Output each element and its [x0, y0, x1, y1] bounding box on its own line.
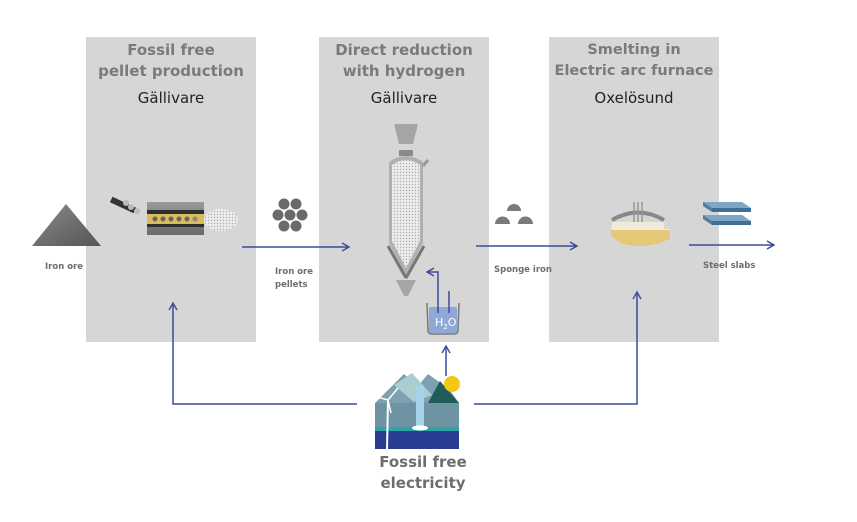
pelletizing-machine-icon	[109, 196, 238, 235]
iron-ore-pile-icon	[32, 204, 101, 246]
label-line1: Steel slabs	[703, 261, 756, 271]
shaft-furnace-icon	[386, 124, 430, 296]
renewable-energy-icon	[373, 373, 460, 450]
stage-title-line2: Electric arc furnace	[554, 63, 714, 79]
steel-slabs-icon	[703, 202, 751, 225]
material-label-iron-ore-pellets: Iron ore pellets	[275, 266, 313, 292]
stage-title-line1: Direct reduction	[335, 41, 473, 59]
energy-label: Fossil free electricity	[362, 452, 484, 494]
material-label-steel-slabs: Steel slabs	[703, 260, 755, 273]
label-line1: Iron ore	[45, 262, 84, 272]
electric-arc-furnace-icon	[611, 202, 670, 246]
label-line2: pellets	[275, 280, 308, 290]
label-line1: Iron ore	[275, 267, 314, 277]
electricity-arrow-furnace	[474, 290, 642, 405]
stage-title-line2: pellet production	[98, 62, 244, 80]
electricity-arrow-pellet	[168, 301, 357, 405]
stage-title-line2: with hydrogen	[342, 62, 466, 80]
stage-title-line1: Smelting in	[587, 42, 681, 58]
electrolyser-icon	[425, 267, 460, 335]
stage-location: Gällivare	[137, 89, 205, 107]
energy-label-line2: electricity	[380, 474, 466, 492]
stage-panel-pellet-production: Fossil free pellet production Gällivare	[86, 37, 256, 342]
stage-title-line1: Fossil free	[127, 41, 215, 59]
label-line1: Sponge iron	[494, 265, 552, 275]
stage-title: Direct reduction with hydrogen	[319, 40, 489, 82]
pellets-icon	[272, 198, 308, 232]
h2o-formula: H2O	[435, 316, 457, 331]
sponge-iron-icon	[495, 204, 533, 224]
material-label-sponge-iron: Sponge iron	[494, 264, 552, 277]
stage-title: Smelting in Electric arc furnace	[549, 40, 719, 82]
material-label-iron-ore: Iron ore	[45, 261, 83, 274]
energy-label-line1: Fossil free	[379, 453, 467, 471]
stage-location: Gällivare	[370, 89, 438, 107]
stage-location: Oxelösund	[594, 89, 674, 107]
stage-title: Fossil free pellet production	[86, 40, 256, 82]
